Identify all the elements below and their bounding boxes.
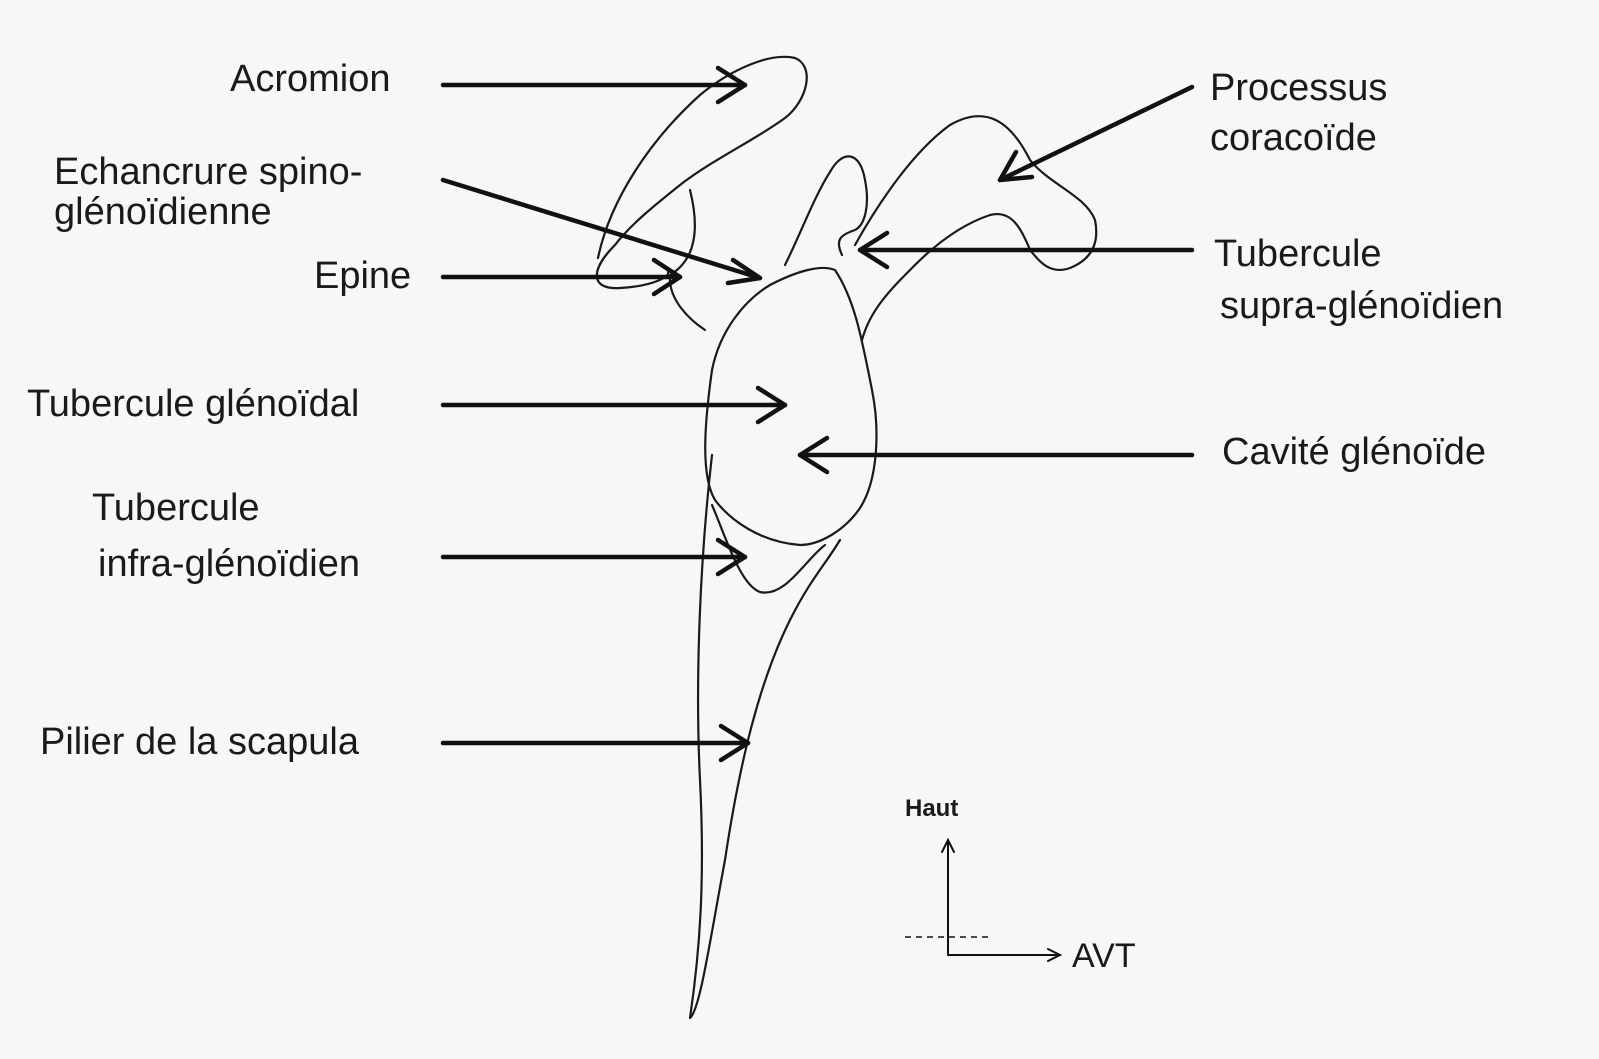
orientation-compass <box>905 837 1063 962</box>
label-tubercule-supra-line1: Tubercule <box>1214 233 1382 275</box>
label-echancrure-line2: glénoïdienne <box>54 191 272 233</box>
label-processus-line1: Processus <box>1210 67 1388 109</box>
supra-glenoid-outline <box>783 155 869 267</box>
pointer-arrows <box>440 65 1195 763</box>
label-processus-coracoide: Processus coracoïde <box>1210 63 1387 163</box>
label-acromion: Acromion <box>230 58 391 100</box>
label-tubercule-supra-glenoidien: Tubercule supra-glénoïdien <box>1214 228 1503 332</box>
coracoid-outline <box>853 115 1098 342</box>
label-epine: Epine <box>314 255 412 297</box>
label-tubercule-infra-glenoidien: Tubercule infra-glénoïdien <box>92 480 360 592</box>
label-echancrure-line1: Echancrure spino- <box>54 151 363 193</box>
infra-glenoid-outline <box>710 503 827 594</box>
pillar-outline <box>688 453 842 1020</box>
label-avt: AVT <box>1072 937 1136 975</box>
label-tubercule-supra-line2: supra-glénoïdien <box>1220 285 1504 327</box>
glenoid-cavity-outline <box>704 266 878 547</box>
label-cavite-glenoide: Cavité glénoïde <box>1222 431 1487 473</box>
label-echancrure-spino-glenoidienne: Echancrure spino- glénoïdienne <box>54 152 362 232</box>
label-haut: Haut <box>905 795 959 822</box>
label-pilier-scapula: Pilier de la scapula <box>40 721 359 763</box>
acromion-outline <box>595 55 808 290</box>
label-processus-line2: coracoïde <box>1210 117 1377 159</box>
label-tubercule-infra-line1: Tubercule <box>92 487 260 529</box>
label-tubercule-infra-line2: infra-glénoïdien <box>98 543 360 585</box>
label-tubercule-glenoidal: Tubercule glénoïdal <box>27 383 360 425</box>
